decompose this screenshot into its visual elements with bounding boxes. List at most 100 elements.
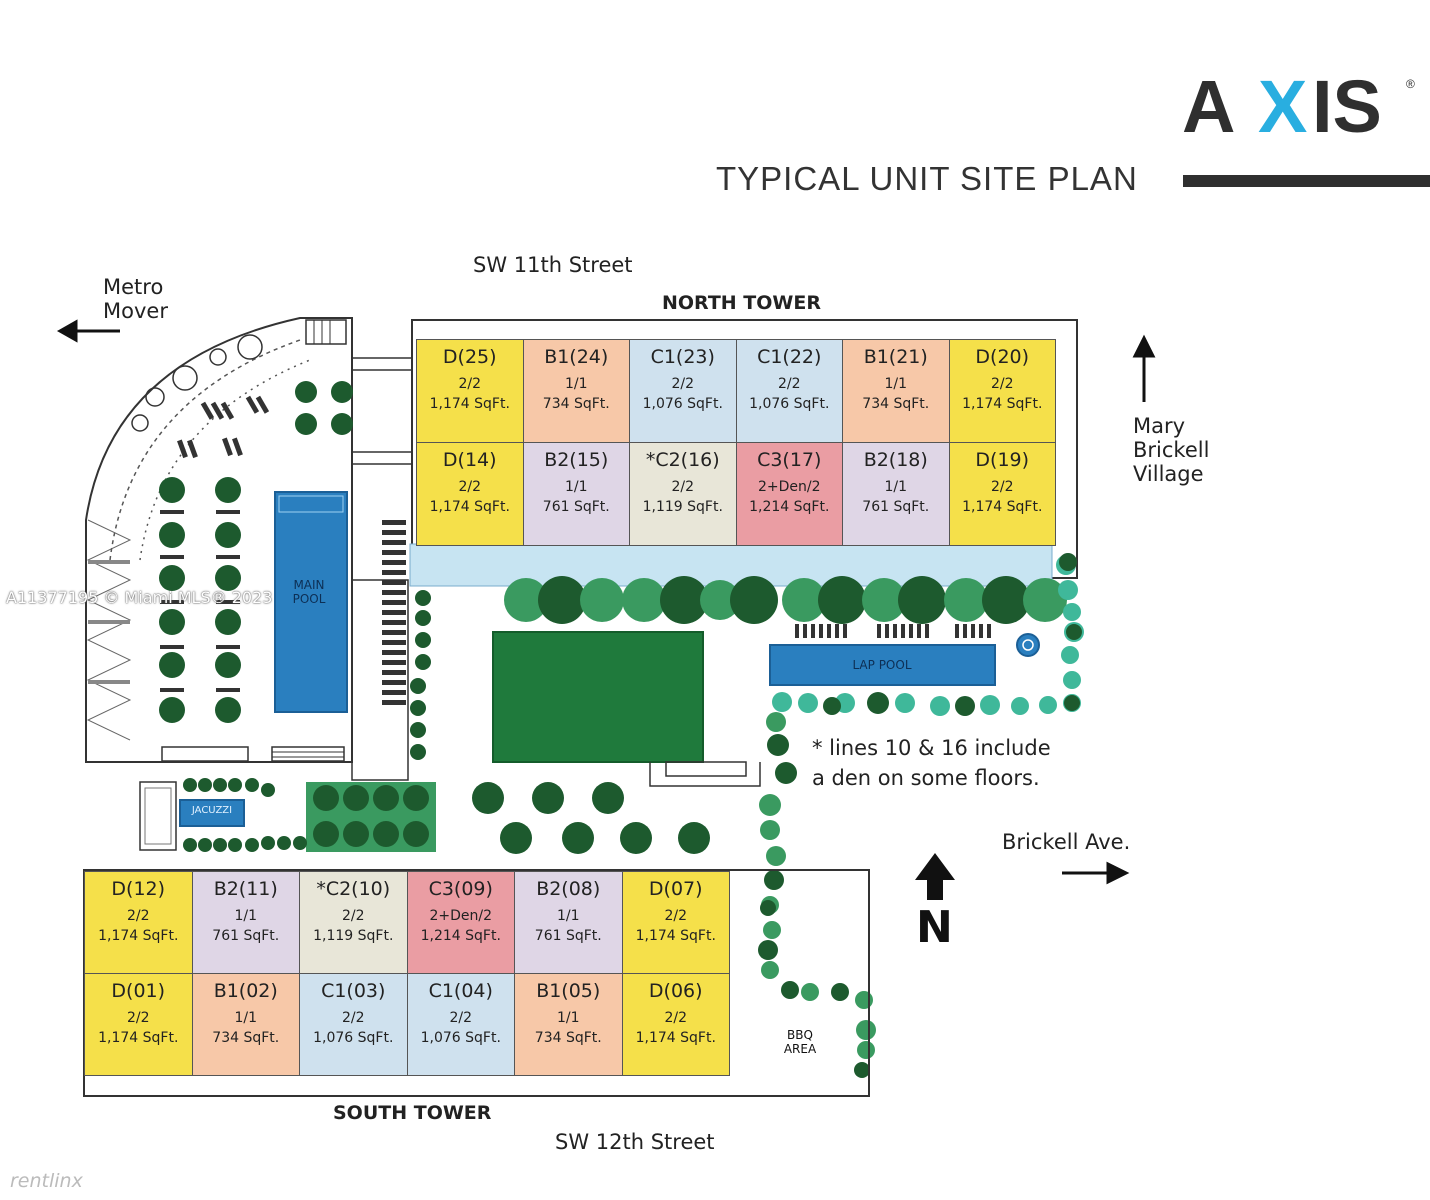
unit-bed-bath: 2/2 <box>341 1010 365 1026</box>
unit-bed-bath: 2/2 <box>777 376 801 392</box>
north-deck-band <box>409 543 1053 587</box>
unit-d07[interactable]: D(07) 2/2 1,174 SqFt. <box>621 871 730 974</box>
unit-code: C1(23) <box>650 346 715 368</box>
unit-code: D(07) <box>648 878 703 900</box>
page-title: TYPICAL UNIT SITE PLAN <box>716 160 1138 197</box>
den-note: * lines 10 & 16 include a den on some fl… <box>812 733 1051 793</box>
unit-code: D(25) <box>442 346 497 368</box>
den-note-line1: * lines 10 & 16 include <box>812 736 1051 760</box>
unit-c122[interactable]: C1(22) 2/2 1,076 SqFt. <box>735 339 843 443</box>
lap-pool-shape <box>769 644 996 686</box>
unit-area: 1,174 SqFt. <box>98 1030 179 1046</box>
unit-area: 1,174 SqFt. <box>429 396 510 412</box>
unit-bed-bath: 2/2 <box>126 1010 150 1026</box>
logo-registered: ® <box>1406 77 1415 91</box>
lap-pool-label: LAP POOL <box>852 658 912 672</box>
main-pool-shape <box>274 491 348 713</box>
unit-code: B2(11) <box>213 878 278 900</box>
den-note-line2: a den on some floors. <box>812 766 1040 790</box>
unit-area: 1,174 SqFt. <box>962 396 1043 412</box>
mbv-line2: Brickell <box>1133 438 1210 462</box>
mbv-line3: Village <box>1133 462 1204 486</box>
north-tower-label: NORTH TOWER <box>662 292 821 314</box>
unit-area: 761 SqFt. <box>862 499 930 515</box>
unit-area: 1,174 SqFt. <box>635 1030 716 1046</box>
compass-north-letter: N <box>916 902 953 953</box>
unit-area: 1,174 SqFt. <box>635 928 716 944</box>
metro-mover-label: Metro Mover <box>103 275 168 323</box>
unit-bed-bath: 1/1 <box>234 908 258 924</box>
unit-code: C1(22) <box>757 346 822 368</box>
unit-code: C3(09) <box>428 878 493 900</box>
mary-brickell-village-label: Mary Brickell Village <box>1133 414 1209 486</box>
central-lawn <box>492 631 704 763</box>
unit-area: 1,119 SqFt. <box>642 499 723 515</box>
street-north-label: SW 11th Street <box>473 253 633 277</box>
jacuzzi-shape <box>179 799 245 827</box>
unit-bed-bath: 2/2 <box>664 908 688 924</box>
unit-bed-bath: 2/2 <box>671 479 695 495</box>
bbq-area-label: BBQ AREA <box>778 1028 822 1056</box>
unit-d01[interactable]: D(01) 2/2 1,174 SqFt. <box>84 973 193 1076</box>
unit-bed-bath: 2+Den/2 <box>429 908 493 924</box>
axis-logo-mark: A X IS ® <box>1182 65 1415 148</box>
mbv-arrow <box>1132 334 1156 402</box>
unit-area: 1,076 SqFt. <box>749 396 830 412</box>
deck-curve-inner <box>109 339 301 561</box>
unit-bed-bath: 2/2 <box>664 1010 688 1026</box>
axis-logo: A X IS ® <box>1180 62 1420 148</box>
unit-area: 1,174 SqFt. <box>962 499 1043 515</box>
deck-curve-inner2 <box>139 359 311 561</box>
unit-area: 1,076 SqFt. <box>313 1030 394 1046</box>
unit-code: D(12) <box>111 878 166 900</box>
deck-zigzag <box>86 519 132 741</box>
unit-area: 761 SqFt. <box>534 928 602 944</box>
unit-b211[interactable]: B2(11) 1/1 761 SqFt. <box>191 871 300 974</box>
unit-area: 734 SqFt. <box>862 396 930 412</box>
unit-bed-bath: 2/2 <box>671 376 695 392</box>
unit-area: 1,174 SqFt. <box>429 499 510 515</box>
unit-c216[interactable]: *C2(16) 2/2 1,119 SqFt. <box>629 442 737 546</box>
amenity-deck-outline <box>85 317 353 763</box>
unit-bed-bath: 2/2 <box>449 1010 473 1026</box>
unit-code: D(20) <box>975 346 1030 368</box>
unit-area: 761 SqFt. <box>212 928 280 944</box>
unit-bed-bath: 1/1 <box>564 479 588 495</box>
main-pool-line1: MAIN <box>293 578 325 592</box>
unit-area: 734 SqFt. <box>534 1030 602 1046</box>
main-pool-label: MAIN POOL <box>283 578 335 606</box>
logo-letter-a: A <box>1182 65 1235 142</box>
unit-area: 734 SqFt. <box>542 396 610 412</box>
unit-code: D(01) <box>111 980 166 1002</box>
unit-code: D(19) <box>975 449 1030 471</box>
unit-code: *C2(10) <box>316 878 391 900</box>
unit-code: *C2(16) <box>645 449 720 471</box>
street-south-label: SW 12th Street <box>555 1130 715 1154</box>
brickell-arrow <box>1062 861 1130 885</box>
mbv-line1: Mary <box>1133 414 1186 438</box>
unit-bed-bath: 1/1 <box>884 376 908 392</box>
unit-bed-bath: 1/1 <box>556 1010 580 1026</box>
unit-bed-bath: 1/1 <box>556 908 580 924</box>
south-tower-label: SOUTH TOWER <box>333 1102 492 1124</box>
